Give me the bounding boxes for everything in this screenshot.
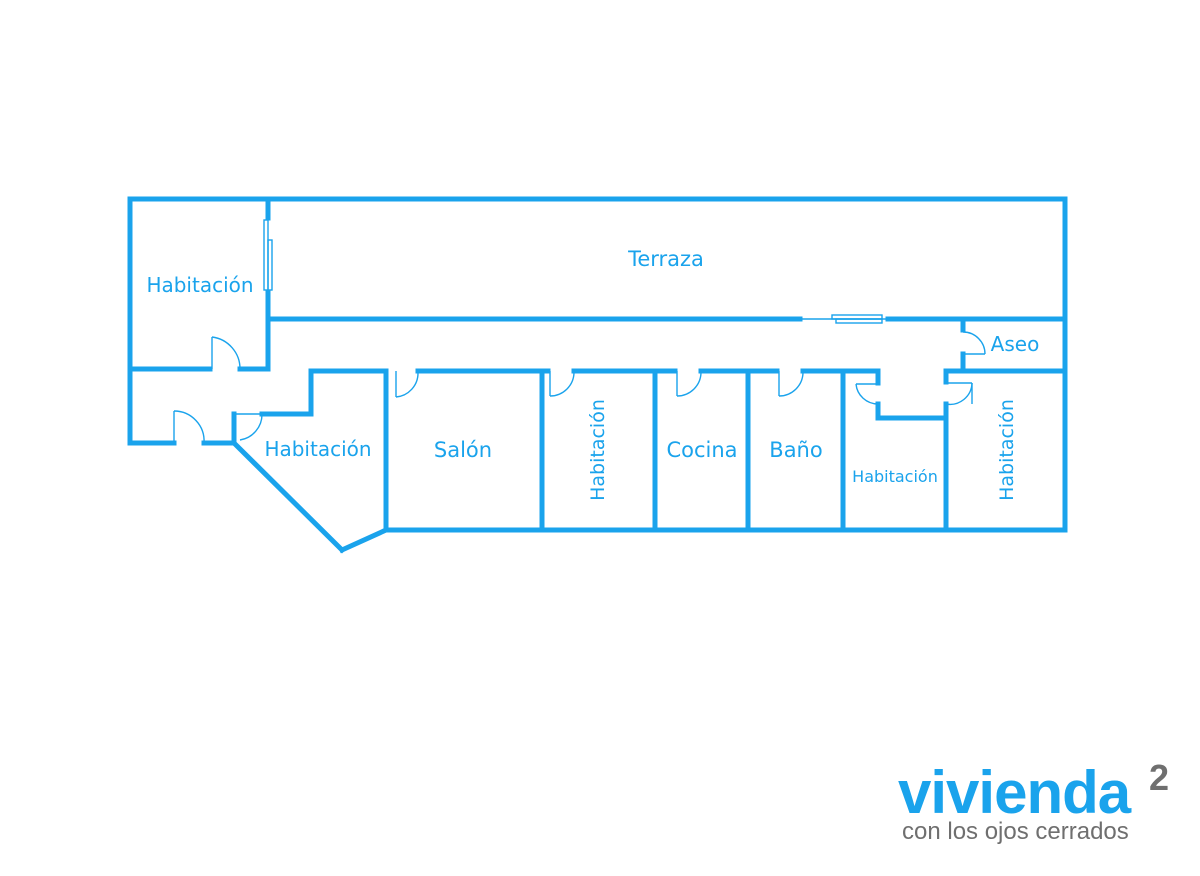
room-label-habitacion-nw: Habitación bbox=[146, 273, 253, 297]
room-label-terraza: Terraza bbox=[627, 247, 704, 271]
door-bano bbox=[778, 371, 804, 397]
room-label-habitacion-mid: Habitación bbox=[587, 399, 609, 501]
door-cocina bbox=[676, 371, 702, 397]
room-label-aseo: Aseo bbox=[991, 332, 1040, 356]
outer-walls bbox=[127, 196, 1068, 554]
room-label-bano: Baño bbox=[769, 438, 822, 462]
door-aseo bbox=[962, 331, 986, 355]
brand-name: vivienda bbox=[898, 759, 1131, 826]
door-habitacion-mid bbox=[549, 371, 575, 397]
door-salon bbox=[395, 371, 419, 398]
brand-superscript: 2 bbox=[1149, 757, 1170, 798]
room-label-habitacion-angled: Habitación bbox=[264, 437, 371, 461]
door-habitacion-east bbox=[945, 382, 973, 406]
door-entrance bbox=[173, 410, 205, 444]
nw-bedroom-walls bbox=[127, 196, 271, 372]
sliding-door-nw bbox=[263, 219, 273, 291]
brand-tagline: con los ojos cerrados bbox=[902, 818, 1129, 845]
room-label-habitacion-small: Habitación bbox=[852, 467, 938, 486]
door-angled-bedroom bbox=[236, 413, 263, 441]
door-habitacion-small bbox=[855, 383, 879, 405]
room-label-cocina: Cocina bbox=[666, 438, 737, 462]
door-nw-bedroom bbox=[211, 336, 241, 370]
room-row-walls bbox=[415, 368, 1068, 533]
sliding-door-terrace bbox=[802, 314, 886, 324]
brand-logo: vivienda 2 con los ojos cerrados bbox=[898, 757, 1188, 850]
room-label-habitacion-east: Habitación bbox=[996, 399, 1018, 501]
room-label-salon: Salón bbox=[434, 438, 492, 462]
angled-bedroom-walls bbox=[231, 368, 389, 533]
